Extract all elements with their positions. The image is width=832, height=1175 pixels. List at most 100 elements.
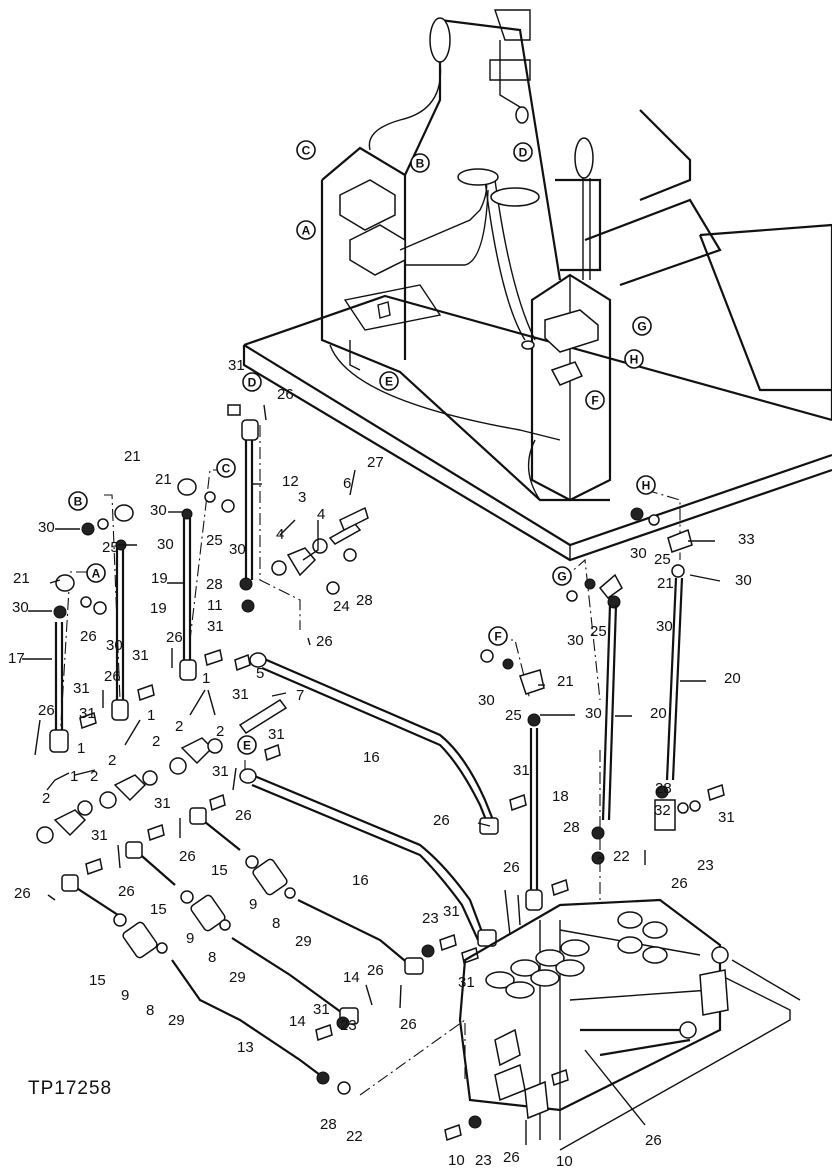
part-label-13: 13	[237, 1039, 254, 1056]
bellcranks	[36, 523, 362, 844]
part-label-3: 3	[298, 489, 306, 506]
part-label-31: 31	[79, 705, 96, 722]
callout-letter: F	[494, 630, 501, 644]
callout-letter: E	[385, 375, 393, 389]
callout-letter: G	[637, 320, 646, 334]
turnbuckles	[113, 855, 296, 959]
right-control-console	[521, 109, 832, 502]
control-valve	[458, 898, 801, 1151]
part-label-32: 32	[654, 802, 671, 819]
part-label-7: 7	[296, 687, 304, 704]
part-label-2: 2	[152, 733, 160, 750]
part-label-21: 21	[13, 570, 30, 587]
part-label-31: 31	[132, 647, 149, 664]
part-label-31: 31	[458, 974, 475, 991]
part-label-30: 30	[735, 572, 752, 589]
part-label-8: 8	[146, 1002, 154, 1019]
left-control-console	[320, 17, 610, 502]
callout-G: G	[552, 566, 572, 586]
part-label-30: 30	[478, 692, 495, 709]
part-label-25: 25	[590, 623, 607, 640]
callout-letter: B	[74, 495, 83, 509]
part-label-28: 28	[655, 780, 672, 797]
figure-id: TP17258	[28, 1078, 113, 1099]
part-label-31: 31	[212, 763, 229, 780]
part-label-26: 26	[503, 859, 520, 876]
control-rods-left	[49, 419, 259, 753]
part-label-2: 2	[216, 723, 224, 740]
part-label-10: 10	[448, 1152, 465, 1169]
part-label-30: 30	[656, 618, 673, 635]
part-label-26: 26	[316, 633, 333, 650]
bolts	[79, 404, 725, 1141]
part-label-25: 25	[654, 551, 671, 568]
part-label-31: 31	[718, 809, 735, 826]
part-label-29: 29	[168, 1012, 185, 1029]
callout-F: F	[585, 390, 605, 410]
callout-letter: H	[630, 353, 639, 367]
part-label-21: 21	[155, 471, 172, 488]
part-label-22: 22	[613, 848, 630, 865]
callout-C: C	[216, 458, 236, 478]
callout-B: B	[68, 491, 88, 511]
callout-G: G	[632, 316, 652, 336]
part-label-19: 19	[150, 600, 167, 617]
part-label-26: 26	[235, 807, 252, 824]
part-label-30: 30	[567, 632, 584, 649]
part-label-2: 2	[90, 768, 98, 785]
pointer-lines	[22, 483, 721, 859]
part-label-26: 26	[38, 702, 55, 719]
part-label-28: 28	[206, 576, 223, 593]
part-label-26: 26	[166, 629, 183, 646]
part-label-31: 31	[207, 618, 224, 635]
part-label-31: 31	[73, 680, 90, 697]
part-label-4: 4	[317, 506, 325, 523]
part-label-29: 29	[229, 969, 246, 986]
part-label-4: 4	[276, 526, 284, 543]
part-label-1: 1	[77, 740, 85, 757]
upper-linkage	[399, 9, 540, 341]
part-label-31: 31	[154, 795, 171, 812]
callout-H: H	[636, 475, 656, 495]
part-label-26: 26	[503, 1149, 520, 1166]
callout-E: E	[237, 735, 257, 755]
part-label-9: 9	[249, 896, 257, 913]
callout-letter: D	[519, 146, 528, 160]
part-label-26: 26	[645, 1132, 662, 1149]
part-label-9: 9	[186, 930, 194, 947]
part-label-30: 30	[150, 502, 167, 519]
part-label-6: 6	[343, 475, 351, 492]
part-label-18: 18	[552, 788, 569, 805]
part-label-9: 9	[121, 987, 129, 1004]
part-label-1: 1	[147, 707, 155, 724]
part-label-27: 27	[367, 454, 384, 471]
part-label-2: 2	[108, 752, 116, 769]
part-label-16: 16	[363, 749, 380, 766]
cotter-pins	[34, 404, 646, 1145]
part-label-31: 31	[443, 903, 460, 920]
part-label-23: 23	[697, 857, 714, 874]
callout-letter: G	[557, 570, 566, 584]
part-label-15: 15	[211, 862, 228, 879]
part-label-1: 1	[70, 768, 78, 785]
part-label-8: 8	[272, 915, 280, 932]
callout-F: F	[488, 626, 508, 646]
part-label-26: 26	[179, 848, 196, 865]
callout-letter: D	[248, 376, 257, 390]
part-label-26: 26	[14, 885, 31, 902]
part-label-30: 30	[630, 545, 647, 562]
callout-letter: A	[92, 567, 101, 581]
part-label-25: 25	[102, 539, 119, 556]
callout-A: A	[296, 220, 316, 240]
callout-D: D	[513, 142, 533, 162]
part-label-21: 21	[124, 448, 141, 465]
operator-platform	[242, 294, 832, 562]
part-label-30: 30	[106, 637, 123, 654]
part-label-16: 16	[352, 872, 369, 889]
part-label-26: 26	[104, 668, 121, 685]
part-label-31: 31	[513, 762, 530, 779]
part-label-31: 31	[91, 827, 108, 844]
